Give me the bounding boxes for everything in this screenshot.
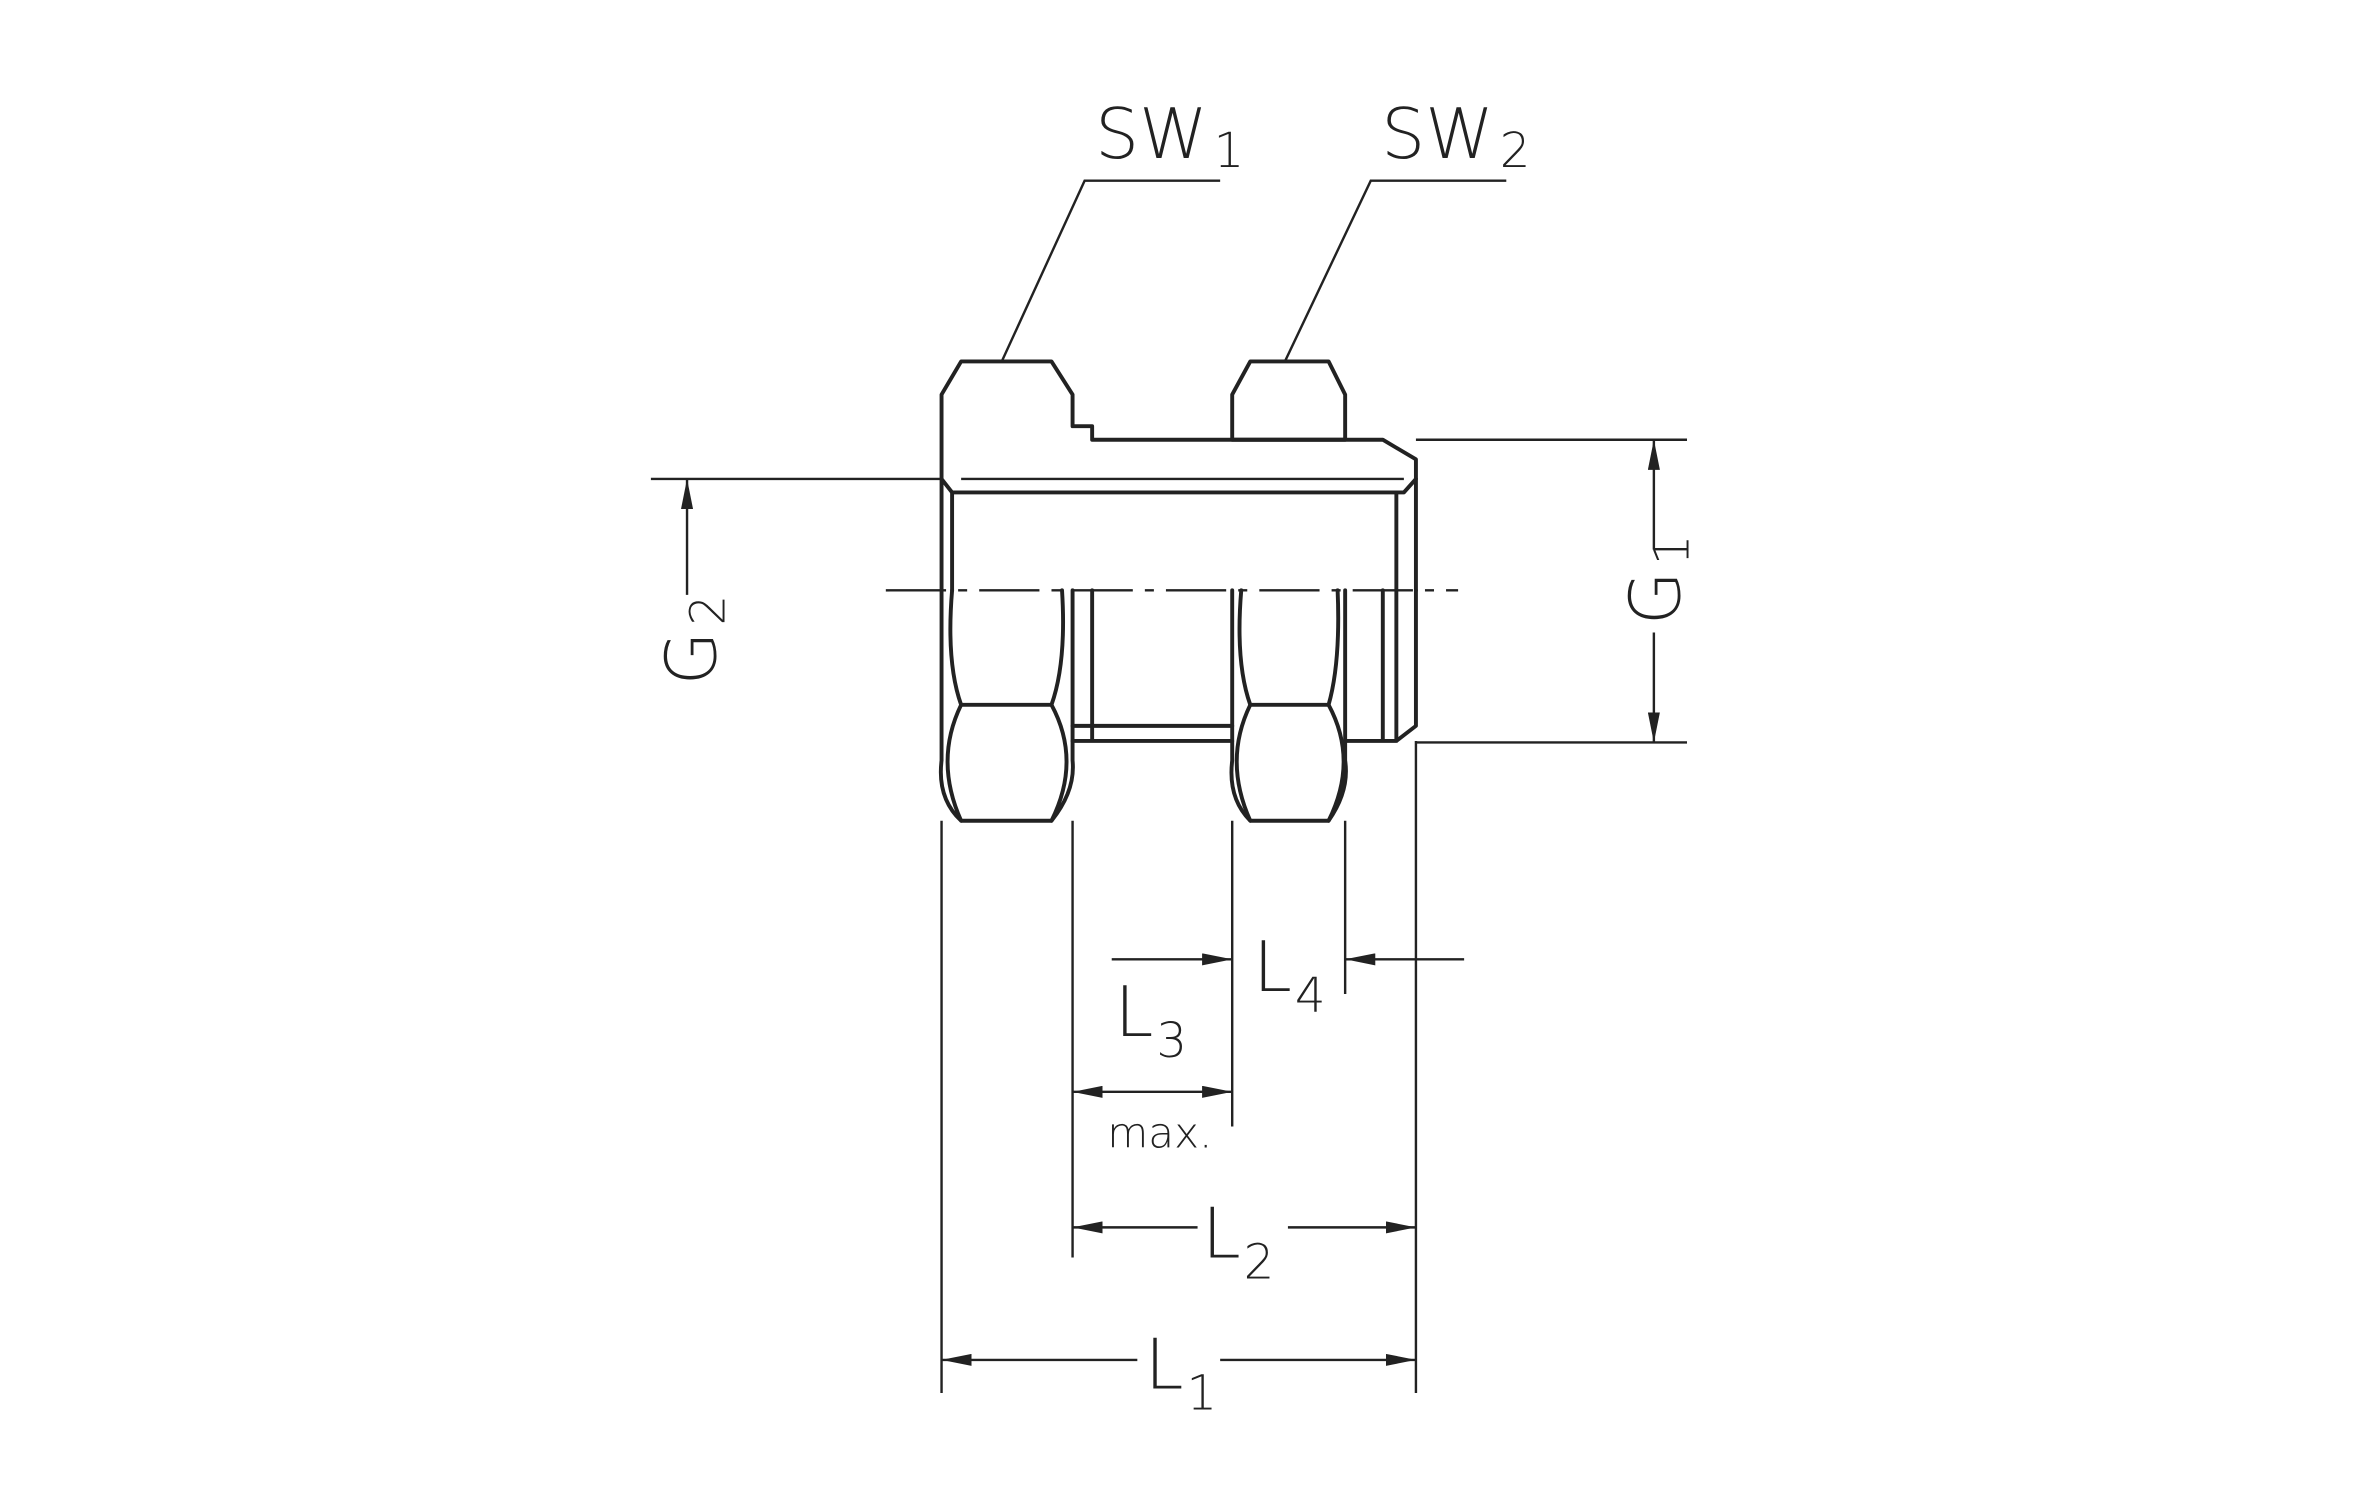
external-view bbox=[938, 588, 1418, 823]
l4-label: L4 bbox=[1253, 928, 1325, 1024]
sw1-leader bbox=[1000, 179, 1221, 362]
nut-2-section bbox=[1230, 359, 1348, 442]
g1-label: G1 bbox=[1616, 535, 1700, 625]
sw2-leader bbox=[1283, 179, 1507, 362]
l1-label: L1 bbox=[1145, 1326, 1217, 1422]
l3-label: L3 bbox=[1115, 973, 1187, 1069]
section-view bbox=[939, 359, 1418, 593]
nut-2-view bbox=[1229, 588, 1348, 823]
thread-g2 bbox=[1070, 588, 1235, 743]
extension-lines bbox=[940, 740, 1418, 1394]
l2-label: L2 bbox=[1202, 1194, 1274, 1290]
nut-1-view bbox=[938, 588, 1075, 823]
g2-label: G2 bbox=[653, 595, 737, 685]
max-label: max. bbox=[1107, 1109, 1212, 1158]
thread-g1 bbox=[1343, 588, 1418, 743]
